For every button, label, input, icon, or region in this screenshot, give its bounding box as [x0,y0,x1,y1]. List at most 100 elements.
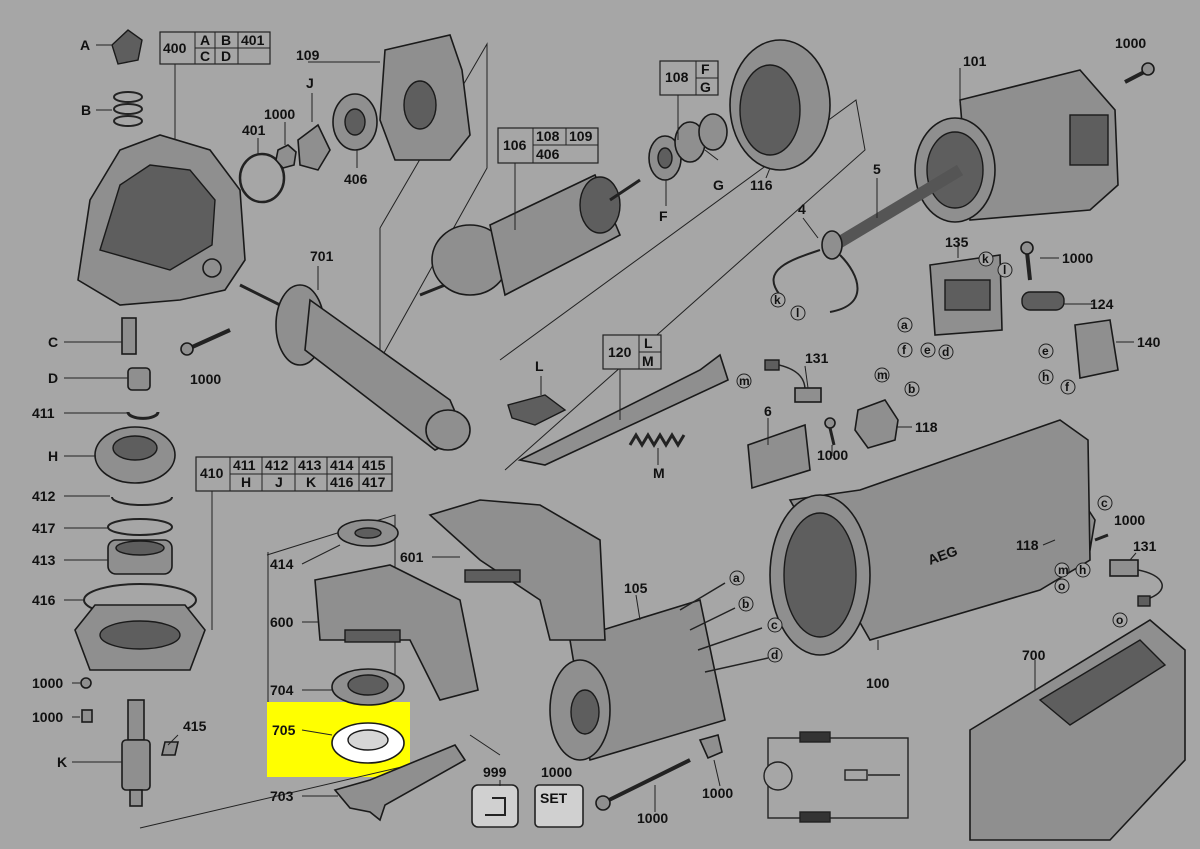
part-135-switch[interactable] [929,254,1003,336]
part-106-armature[interactable] [419,173,641,297]
label-131-b[interactable]: 131 [1133,538,1157,554]
part-nut-1000[interactable] [275,144,297,169]
part-A[interactable] [111,29,143,65]
part-1000-bracket[interactable] [698,734,723,760]
label-G[interactable]: G [713,177,724,193]
label-J[interactable]: J [306,75,314,91]
label-416[interactable]: 416 [32,592,56,608]
label-131-a[interactable]: 131 [805,350,829,366]
part-L-slider[interactable] [507,394,567,426]
label-1000-f[interactable]: 1000 [1062,250,1093,266]
label-118-b[interactable]: 118 [1016,537,1039,553]
part-413-bearing[interactable] [107,539,173,575]
label-118-a[interactable]: 118 [915,419,938,435]
part-701-side-handle[interactable] [239,283,471,451]
label-999[interactable]: 999 [483,764,507,780]
label-D[interactable]: D [48,370,58,386]
part-1000-screw-handle[interactable] [180,328,231,356]
label-109[interactable]: 109 [296,47,320,63]
label-K[interactable]: K [57,754,67,770]
label-1000-j[interactable]: 1000 [637,810,668,826]
label-1000-i[interactable]: 1000 [541,764,572,780]
part-406-bearing[interactable] [332,93,378,151]
part-F-bearing[interactable] [648,135,682,181]
label-601[interactable]: 601 [400,549,424,565]
label-705[interactable]: 705 [272,722,296,738]
part-414-washer[interactable] [337,519,399,547]
label-417[interactable]: 417 [32,520,56,536]
part-J-pinion[interactable] [297,123,331,171]
part-416-flange[interactable] [74,583,206,671]
label-1000-b[interactable]: 1000 [32,709,63,725]
label-401[interactable]: 401 [242,122,266,138]
part-705-nut[interactable] [331,722,405,764]
part-1000-screw-holder-top[interactable] [824,417,836,446]
part-118-holder-top[interactable] [854,399,899,449]
part-1000-screw-top-right[interactable] [1124,62,1155,84]
part-140-capacitor[interactable] [1074,319,1119,379]
label-1000-e[interactable]: 1000 [1115,35,1146,51]
part-D-bushing[interactable] [127,367,151,391]
part-H-bevel-gear[interactable] [94,426,176,484]
label-406[interactable]: 406 [344,171,368,187]
label-M[interactable]: M [653,465,665,481]
part-417-ring[interactable] [107,518,173,536]
label-704[interactable]: 704 [270,682,294,698]
label-1000-h[interactable]: 1000 [1114,512,1145,528]
label-140[interactable]: 140 [1137,334,1161,350]
label-413[interactable]: 413 [32,552,56,568]
gear-housing[interactable] [77,134,246,306]
part-124-clip[interactable] [1021,291,1065,311]
label-124[interactable]: 124 [1090,296,1114,312]
part-C-pin[interactable] [121,317,137,355]
part-M-spring[interactable] [628,432,686,448]
label-1000-a[interactable]: 1000 [32,675,63,691]
label-415[interactable]: 415 [183,718,207,734]
label-1000-g[interactable]: 1000 [817,447,848,463]
label-A[interactable]: A [80,37,90,53]
part-703-spanner[interactable] [333,744,467,822]
part-109-fan[interactable] [379,34,471,161]
label-F[interactable]: F [659,208,668,224]
label-5[interactable]: 5 [873,161,881,177]
part-6-label[interactable] [747,423,811,490]
label-1000-d[interactable]: 1000 [190,371,221,387]
part-G-bearing[interactable] [674,113,728,163]
part-600-guard[interactable] [314,564,479,701]
label-703[interactable]: 703 [270,788,294,804]
part-131-brush-bottom[interactable] [1109,559,1163,607]
label-100[interactable]: 100 [866,675,890,691]
part-100-stator-housing[interactable]: AEG [769,419,1091,656]
part-K-spindle[interactable] [121,699,151,807]
label-1000-c[interactable]: 1000 [264,106,295,122]
label-701[interactable]: 701 [310,248,334,264]
label-105[interactable]: 105 [624,580,648,596]
part-101-motor-housing[interactable] [914,69,1119,223]
part-412[interactable] [111,496,173,506]
label-B[interactable]: B [81,102,91,118]
part-700-case[interactable] [969,619,1186,841]
label-L[interactable]: L [535,358,544,374]
part-131-brush-top[interactable] [764,359,822,403]
part-1000-long-screw[interactable] [595,758,691,811]
label-H[interactable]: H [48,448,58,464]
label-700[interactable]: 700 [1022,647,1046,663]
part-5-rod[interactable] [831,164,964,251]
part-704-flange[interactable] [331,668,405,706]
part-1000-screw-switch[interactable] [1020,241,1034,281]
part-116-fan-baffle[interactable] [729,39,831,171]
label-6[interactable]: 6 [764,403,772,419]
label-411[interactable]: 411 [32,405,55,421]
label-1000-k[interactable]: 1000 [702,785,733,801]
label-600[interactable]: 600 [270,614,294,630]
part-401-oring[interactable] [238,152,286,204]
label-135[interactable]: 135 [945,234,969,250]
part-411-circlip[interactable] [126,411,160,420]
part-120-switch-rod[interactable] [517,353,729,466]
part-1000-screws-left[interactable] [80,677,93,723]
part-601-guard[interactable] [428,499,606,641]
label-C[interactable]: C [48,334,58,350]
part-105-leads[interactable] [679,582,769,673]
part-415-key[interactable] [160,741,180,756]
label-4[interactable]: 4 [798,201,806,217]
